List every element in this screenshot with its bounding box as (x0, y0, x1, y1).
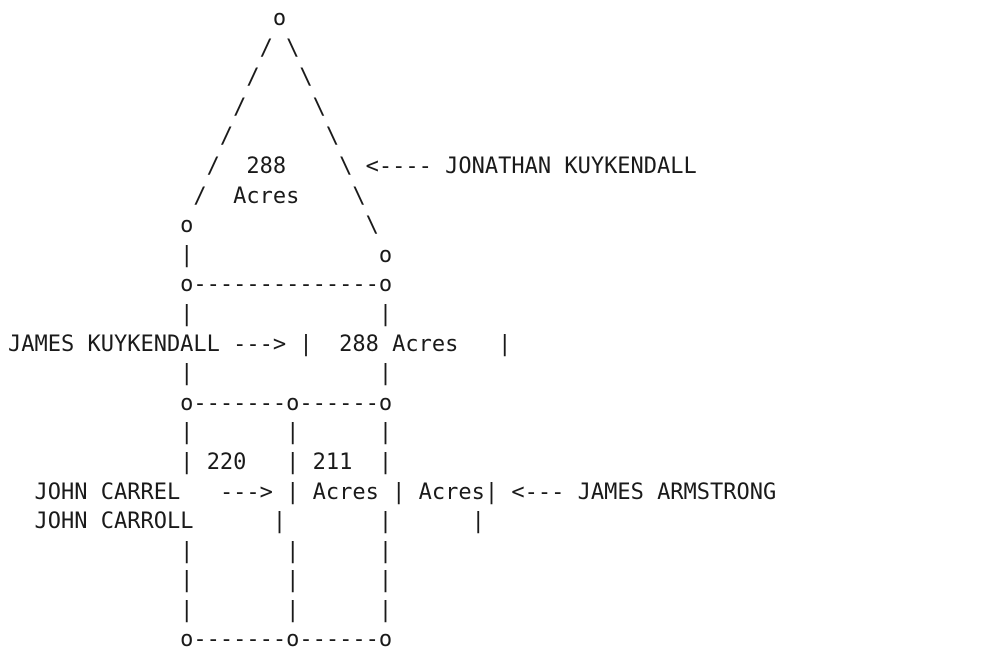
owner-label-john-carrel: JOHN CARREL (34, 479, 181, 505)
plat-line-18: JOHN CARROLL | | | (34, 509, 485, 535)
owner-label-james-armstrong: JAMES ARMSTRONG (577, 479, 777, 505)
plat-line-08: o \ (8, 213, 379, 239)
plat-line-04: / \ (8, 94, 326, 120)
tract-1-acres: 288 (246, 153, 287, 179)
owner-label-john-carroll: JOHN CARROLL (34, 509, 194, 535)
plat-line-06: / 288 \ <---- JONATHAN KUYKENDALL (8, 153, 697, 179)
land-plat-diagram: o / \ / \ / \ / \ / 288 \ <---- JONATHAN… (8, 4, 776, 655)
plat-line-16: | 220 | 211 | (8, 449, 393, 475)
owner-label-jonathan-kuykendall: JONATHAN KUYKENDALL (445, 153, 697, 179)
owner-label-james-kuykendall: JAMES KUYKENDALL (8, 331, 220, 357)
plat-line-19: | | | (8, 538, 393, 564)
plat-line-10: o--------------o (8, 272, 393, 298)
plat-line-22: o-------o------o (8, 627, 393, 653)
plat-line-13: | | (8, 361, 393, 387)
plat-line-21: | | | (8, 597, 393, 623)
tract-2-acres: 288 (339, 331, 379, 357)
plat-line-05: / \ (8, 124, 340, 150)
tract-1-unit: Acres (233, 183, 300, 209)
plat-line-15: | | | (8, 420, 393, 446)
tract-4-unit: Acres (418, 479, 485, 505)
plat-line-12: JAMES KUYKENDALL ---> | 288 Acres | (8, 331, 512, 357)
plat-line-14: o-------o------o (8, 390, 393, 416)
top-corner-marker: o (272, 6, 287, 31)
plat-line-09: | o (8, 242, 393, 268)
plat-line-11: | | (8, 301, 393, 327)
plat-line-20: | | | (8, 568, 393, 594)
tract-2-unit: Acres (392, 331, 459, 357)
plat-line-01: o (8, 4, 776, 34)
tract-4-acres: 211 (312, 449, 353, 475)
tract-3-acres: 220 (206, 449, 247, 475)
plat-line-17: JOHN CARREL ---> | Acres | Acres| <--- J… (34, 479, 777, 505)
plat-line-03: / \ (8, 65, 313, 91)
plat-line-02: / \ (8, 35, 300, 61)
tract-3-unit: Acres (312, 479, 379, 505)
plat-line-07: / Acres \ (8, 183, 366, 209)
